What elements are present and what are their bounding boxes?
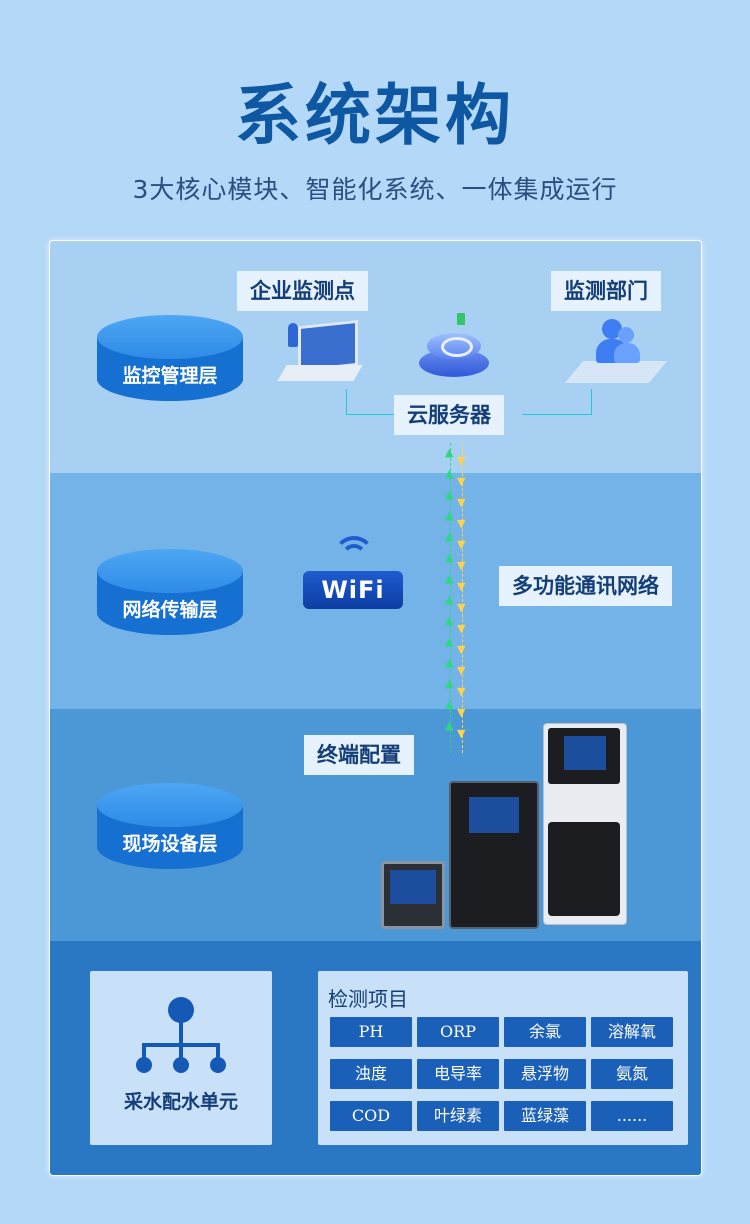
item-chip: 溶解氧	[591, 1017, 673, 1047]
downlink-arrow-icon: ▼	[457, 706, 466, 719]
field-layer-label: 现场设备层	[122, 833, 218, 855]
laptop-icon	[276, 319, 363, 389]
terminal-config-tag: 终端配置	[304, 735, 414, 775]
item-chip: COD	[330, 1101, 412, 1131]
downlink-arrow-icon: ▼	[457, 475, 466, 488]
data-flow-arrows: ▲▼▲▼▲▼▲▼▲▼▲▼▲▼▲▼▲▼▲▼▲▼▲▼▲▼▲▼	[443, 443, 473, 753]
uplink-arrow-icon: ▲	[445, 677, 454, 690]
detection-items-card: 检测项目 PH ORP 余氯 溶解氧 浊度 电导率 悬浮物 氨氮 COD 叶绿素…	[318, 971, 688, 1145]
page-subtitle: 3大核心模块、智能化系统、一体集成运行	[132, 175, 618, 204]
item-chip: PH	[330, 1017, 412, 1047]
item-chip: 氨氮	[591, 1059, 673, 1089]
downlink-arrow-icon: ▼	[457, 580, 466, 593]
uplink-arrow-icon: ▲	[445, 572, 454, 585]
detection-items-heading: 检测项目	[328, 987, 408, 1011]
uplink-arrow-icon: ▲	[445, 509, 454, 522]
item-chip: ......	[591, 1101, 673, 1131]
downlink-arrow-icon: ▼	[457, 601, 466, 614]
item-chip: ORP	[417, 1017, 499, 1047]
architecture-frame: 监控管理层 网络传输层 现场设备层 企业监测点 监测部门 云服务器 ▲▼▲▼▲▼…	[49, 240, 702, 1176]
field-layer-cylinder: 现场设备层	[97, 783, 243, 871]
users-icon	[564, 311, 668, 401]
tower-monitor-device	[543, 723, 627, 925]
uplink-arrow-icon: ▲	[445, 467, 454, 480]
uplink-arrow-icon: ▲	[445, 614, 454, 627]
network-layer-cylinder: 网络传输层	[97, 549, 243, 637]
uplink-arrow-icon: ▲	[445, 635, 454, 648]
item-chip: 蓝绿藻	[504, 1101, 586, 1131]
downlink-arrow-icon: ▼	[457, 622, 466, 635]
small-monitor-device	[381, 861, 445, 929]
connector-line	[522, 414, 592, 415]
page-title: 系统架构	[235, 76, 515, 154]
uplink-arrow-icon: ▲	[445, 698, 454, 711]
monitoring-department-tag: 监测部门	[551, 271, 661, 311]
wifi-label: WiFi	[303, 571, 403, 609]
connector-line	[346, 414, 394, 415]
water-unit-label: 采水配水单元	[123, 1091, 238, 1113]
downlink-arrow-icon: ▼	[457, 685, 466, 698]
cloud-server-tag: 云服务器	[394, 395, 504, 435]
downlink-arrow-icon: ▼	[457, 559, 466, 572]
item-chip: 悬浮物	[504, 1059, 586, 1089]
uplink-arrow-icon: ▲	[445, 551, 454, 564]
cabinet-monitor-device	[449, 781, 539, 929]
uplink-arrow-icon: ▲	[445, 488, 454, 501]
item-chip: 浊度	[330, 1059, 412, 1089]
downlink-arrow-icon: ▼	[457, 664, 466, 677]
uplink-arrow-icon: ▲	[445, 446, 454, 459]
network-layer-label: 网络传输层	[122, 599, 218, 621]
item-chip: 余氯	[504, 1017, 586, 1047]
cloud-server-icon	[415, 311, 493, 391]
downlink-arrow-icon: ▼	[457, 538, 466, 551]
management-layer-cylinder: 监控管理层	[97, 315, 243, 403]
downlink-arrow-icon: ▼	[457, 643, 466, 656]
item-chip: 叶绿素	[417, 1101, 499, 1131]
multi-function-network-tag: 多功能通讯网络	[499, 566, 672, 606]
wifi-icon: WiFi	[303, 534, 403, 614]
item-chip: 电导率	[417, 1059, 499, 1089]
downlink-arrow-icon: ▼	[457, 496, 466, 509]
uplink-arrow-icon: ▲	[445, 530, 454, 543]
uplink-arrow-icon: ▲	[445, 593, 454, 606]
water-unit-card: 采水配水单元	[90, 971, 272, 1145]
uplink-arrow-icon: ▲	[445, 719, 454, 732]
downlink-arrow-icon: ▼	[457, 454, 466, 467]
downlink-arrow-icon: ▼	[457, 517, 466, 530]
management-layer-label: 监控管理层	[122, 365, 218, 387]
connector-line	[591, 389, 592, 415]
enterprise-monitoring-tag: 企业监测点	[237, 271, 368, 311]
water-tree-icon	[136, 997, 226, 1077]
downlink-arrow-icon: ▼	[457, 727, 466, 740]
connector-line	[346, 389, 347, 415]
uplink-arrow-icon: ▲	[445, 656, 454, 669]
